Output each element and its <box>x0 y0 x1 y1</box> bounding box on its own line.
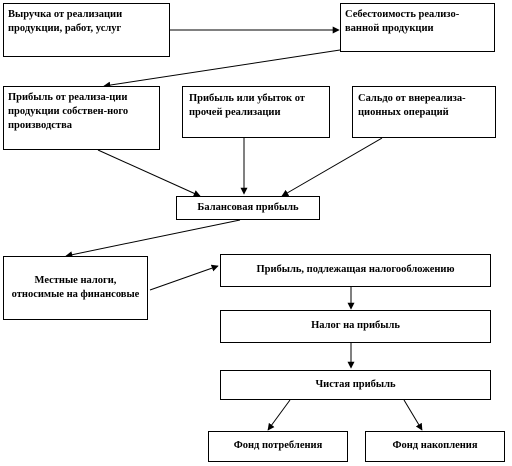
revenue-label: Выручка от реализации продукции, работ, … <box>8 9 123 35</box>
consumption-fund-label: Фонд потребления <box>233 440 323 452</box>
sales-profit-box: Прибыль от реализа-ции продукции собстве… <box>3 86 160 150</box>
taxable-profit-label: Прибыль, подлежащая налогообложению <box>256 264 455 276</box>
arrow-local-taxes-to-taxable <box>149 264 219 291</box>
profit-tax-box: Налог на прибыль <box>220 310 491 343</box>
net-profit-label: Чистая прибыль <box>315 378 396 390</box>
other-sales-box: Прибыль или убыток от прочей реализации <box>182 86 330 138</box>
revenue-box: Выручка от реализации продукции, работ, … <box>3 3 170 57</box>
non-sales-box: Сальдо от внереализа-ционных операций <box>352 86 496 138</box>
local-taxes-label: Местные налоги, относимые на финансовые <box>11 274 140 300</box>
balance-profit-box: Балансовая прибыль <box>176 196 320 220</box>
net-profit-box: Чистая прибыль <box>220 370 491 400</box>
cost-label: Себестоимость реализо-ванной продукции <box>345 9 460 35</box>
consumption-fund-box: Фонд потребления <box>208 431 348 462</box>
other-sales-label: Прибыль или убыток от прочей реализации <box>189 93 305 119</box>
non-sales-label: Сальдо от внереализа-ционных операций <box>358 93 466 119</box>
taxable-profit-box: Прибыль, подлежащая налогообложению <box>220 254 491 287</box>
arrow-balance-to-local-taxes <box>65 219 241 259</box>
arrow-net-to-accumulation <box>403 399 423 431</box>
arrow-sales-profit-to-balance <box>97 149 201 197</box>
accumulation-fund-box: Фонд накопления <box>365 431 505 462</box>
accumulation-fund-label: Фонд накопления <box>392 440 478 452</box>
profit-tax-label: Налог на прибыль <box>311 320 400 332</box>
balance-profit-label: Балансовая прибыль <box>197 201 299 213</box>
arrow-non-sales-to-balance <box>281 137 383 197</box>
local-taxes-box: Местные налоги, относимые на финансовые <box>3 256 148 320</box>
arrow-cost-to-sales-profit <box>103 49 341 89</box>
sales-profit-label: Прибыль от реализа-ции продукции собстве… <box>8 92 129 132</box>
arrow-net-to-consumption <box>267 399 291 431</box>
cost-box: Себестоимость реализо-ванной продукции <box>340 3 495 52</box>
